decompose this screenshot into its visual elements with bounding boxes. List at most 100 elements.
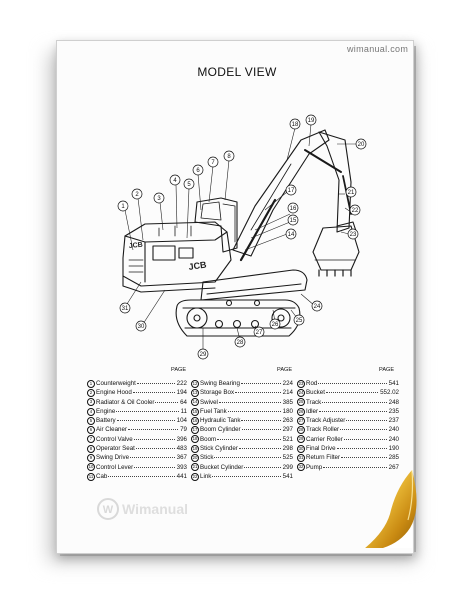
svg-text:6: 6 [196, 168, 200, 174]
dot-leader [241, 383, 281, 384]
watermark-text: wimanual.com [347, 44, 409, 54]
svg-text:22: 22 [352, 208, 359, 214]
svg-text:4: 4 [173, 178, 177, 184]
dot-leader [323, 466, 387, 468]
svg-text:8: 8 [227, 154, 231, 160]
svg-text:JCB: JCB [128, 242, 143, 250]
index-page: 299 [282, 463, 293, 471]
index-number: 11 [87, 472, 95, 481]
index-label: Track Adjuster [306, 417, 346, 425]
index-number: 31 [297, 454, 305, 463]
svg-text:1: 1 [121, 204, 125, 210]
index-label: Boom Cylinder [200, 426, 241, 434]
index-number: 3 [87, 398, 95, 407]
index-number: 12 [191, 379, 199, 388]
index-page: 367 [176, 454, 187, 462]
index-label: Control Valve [96, 435, 133, 443]
index-number: 16 [191, 416, 199, 425]
dot-leader [134, 466, 175, 468]
index-page: 64 [180, 398, 187, 406]
index-number: 25 [297, 398, 305, 407]
index-page: 104 [176, 417, 187, 425]
dot-leader [239, 448, 281, 450]
index-label: Pump [306, 463, 323, 471]
dot-leader [326, 392, 378, 394]
index-page: 240 [388, 435, 399, 443]
index-label: Operator Seat [96, 445, 135, 453]
dot-leader [235, 392, 281, 394]
index-number: 19 [191, 444, 199, 453]
index-label: Cab [96, 472, 108, 480]
callout-7: 7 [207, 156, 219, 168]
boom [232, 129, 330, 257]
callout-21: 21 [345, 186, 357, 198]
boom-cylinder [239, 198, 277, 262]
callout-16: 16 [287, 202, 299, 214]
index-label: Fuel Tank [200, 407, 227, 415]
dot-leader [340, 429, 387, 431]
index-number: 21 [191, 463, 199, 472]
index-number: 17 [191, 426, 199, 435]
dot-leader [241, 420, 281, 422]
dot-leader [219, 401, 281, 403]
index-page: 441 [176, 472, 187, 480]
dot-leader [128, 429, 178, 431]
callout-28: 28 [234, 336, 246, 348]
callout-8: 8 [223, 150, 235, 162]
index-label: Engine Hood [96, 389, 132, 397]
index-label: Link [200, 472, 212, 480]
svg-text:3: 3 [157, 196, 161, 202]
svg-text:28: 28 [237, 340, 244, 346]
stick-cylinder [304, 149, 342, 173]
dot-leader [341, 457, 387, 459]
index-page: 214 [282, 389, 293, 397]
callout-20: 20 [355, 138, 367, 150]
callout-1: 1 [117, 200, 129, 212]
index-page: 180 [282, 407, 293, 415]
svg-text:31: 31 [122, 306, 129, 312]
index-label: Radiator & Oil Cooler [96, 398, 155, 406]
callout-2: 2 [131, 188, 143, 200]
svg-text:19: 19 [308, 118, 315, 124]
svg-text:21: 21 [348, 190, 355, 196]
index-page: 248 [388, 398, 399, 406]
svg-text:7: 7 [211, 160, 215, 166]
index-number: 32 [297, 463, 305, 472]
index-label: Stick [200, 454, 214, 462]
dot-leader [116, 410, 179, 412]
index-page: 222 [176, 380, 187, 387]
callout-18: 18 [289, 118, 301, 130]
index-label: Track [306, 398, 322, 406]
index-page: 541 [388, 380, 399, 387]
svg-text:27: 27 [256, 330, 263, 336]
index-page: 385 [282, 398, 293, 406]
index-number: 15 [191, 407, 199, 416]
excavator-diagram: JCB JCB 1 2 3 4 5 6 7 8 18 19 20 17 16 1… [117, 114, 367, 360]
wimanual-logo: W Wimanual [97, 498, 188, 520]
index-label: Rod [306, 380, 318, 387]
index-page: 190 [388, 445, 399, 453]
page-curl-icon [363, 469, 417, 548]
svg-text:30: 30 [138, 324, 145, 330]
index-page: 263 [282, 417, 293, 425]
index-page: 79 [180, 426, 187, 434]
index-number: 22 [191, 472, 199, 481]
svg-text:5: 5 [187, 182, 191, 188]
index-label: Bucket [306, 389, 325, 397]
